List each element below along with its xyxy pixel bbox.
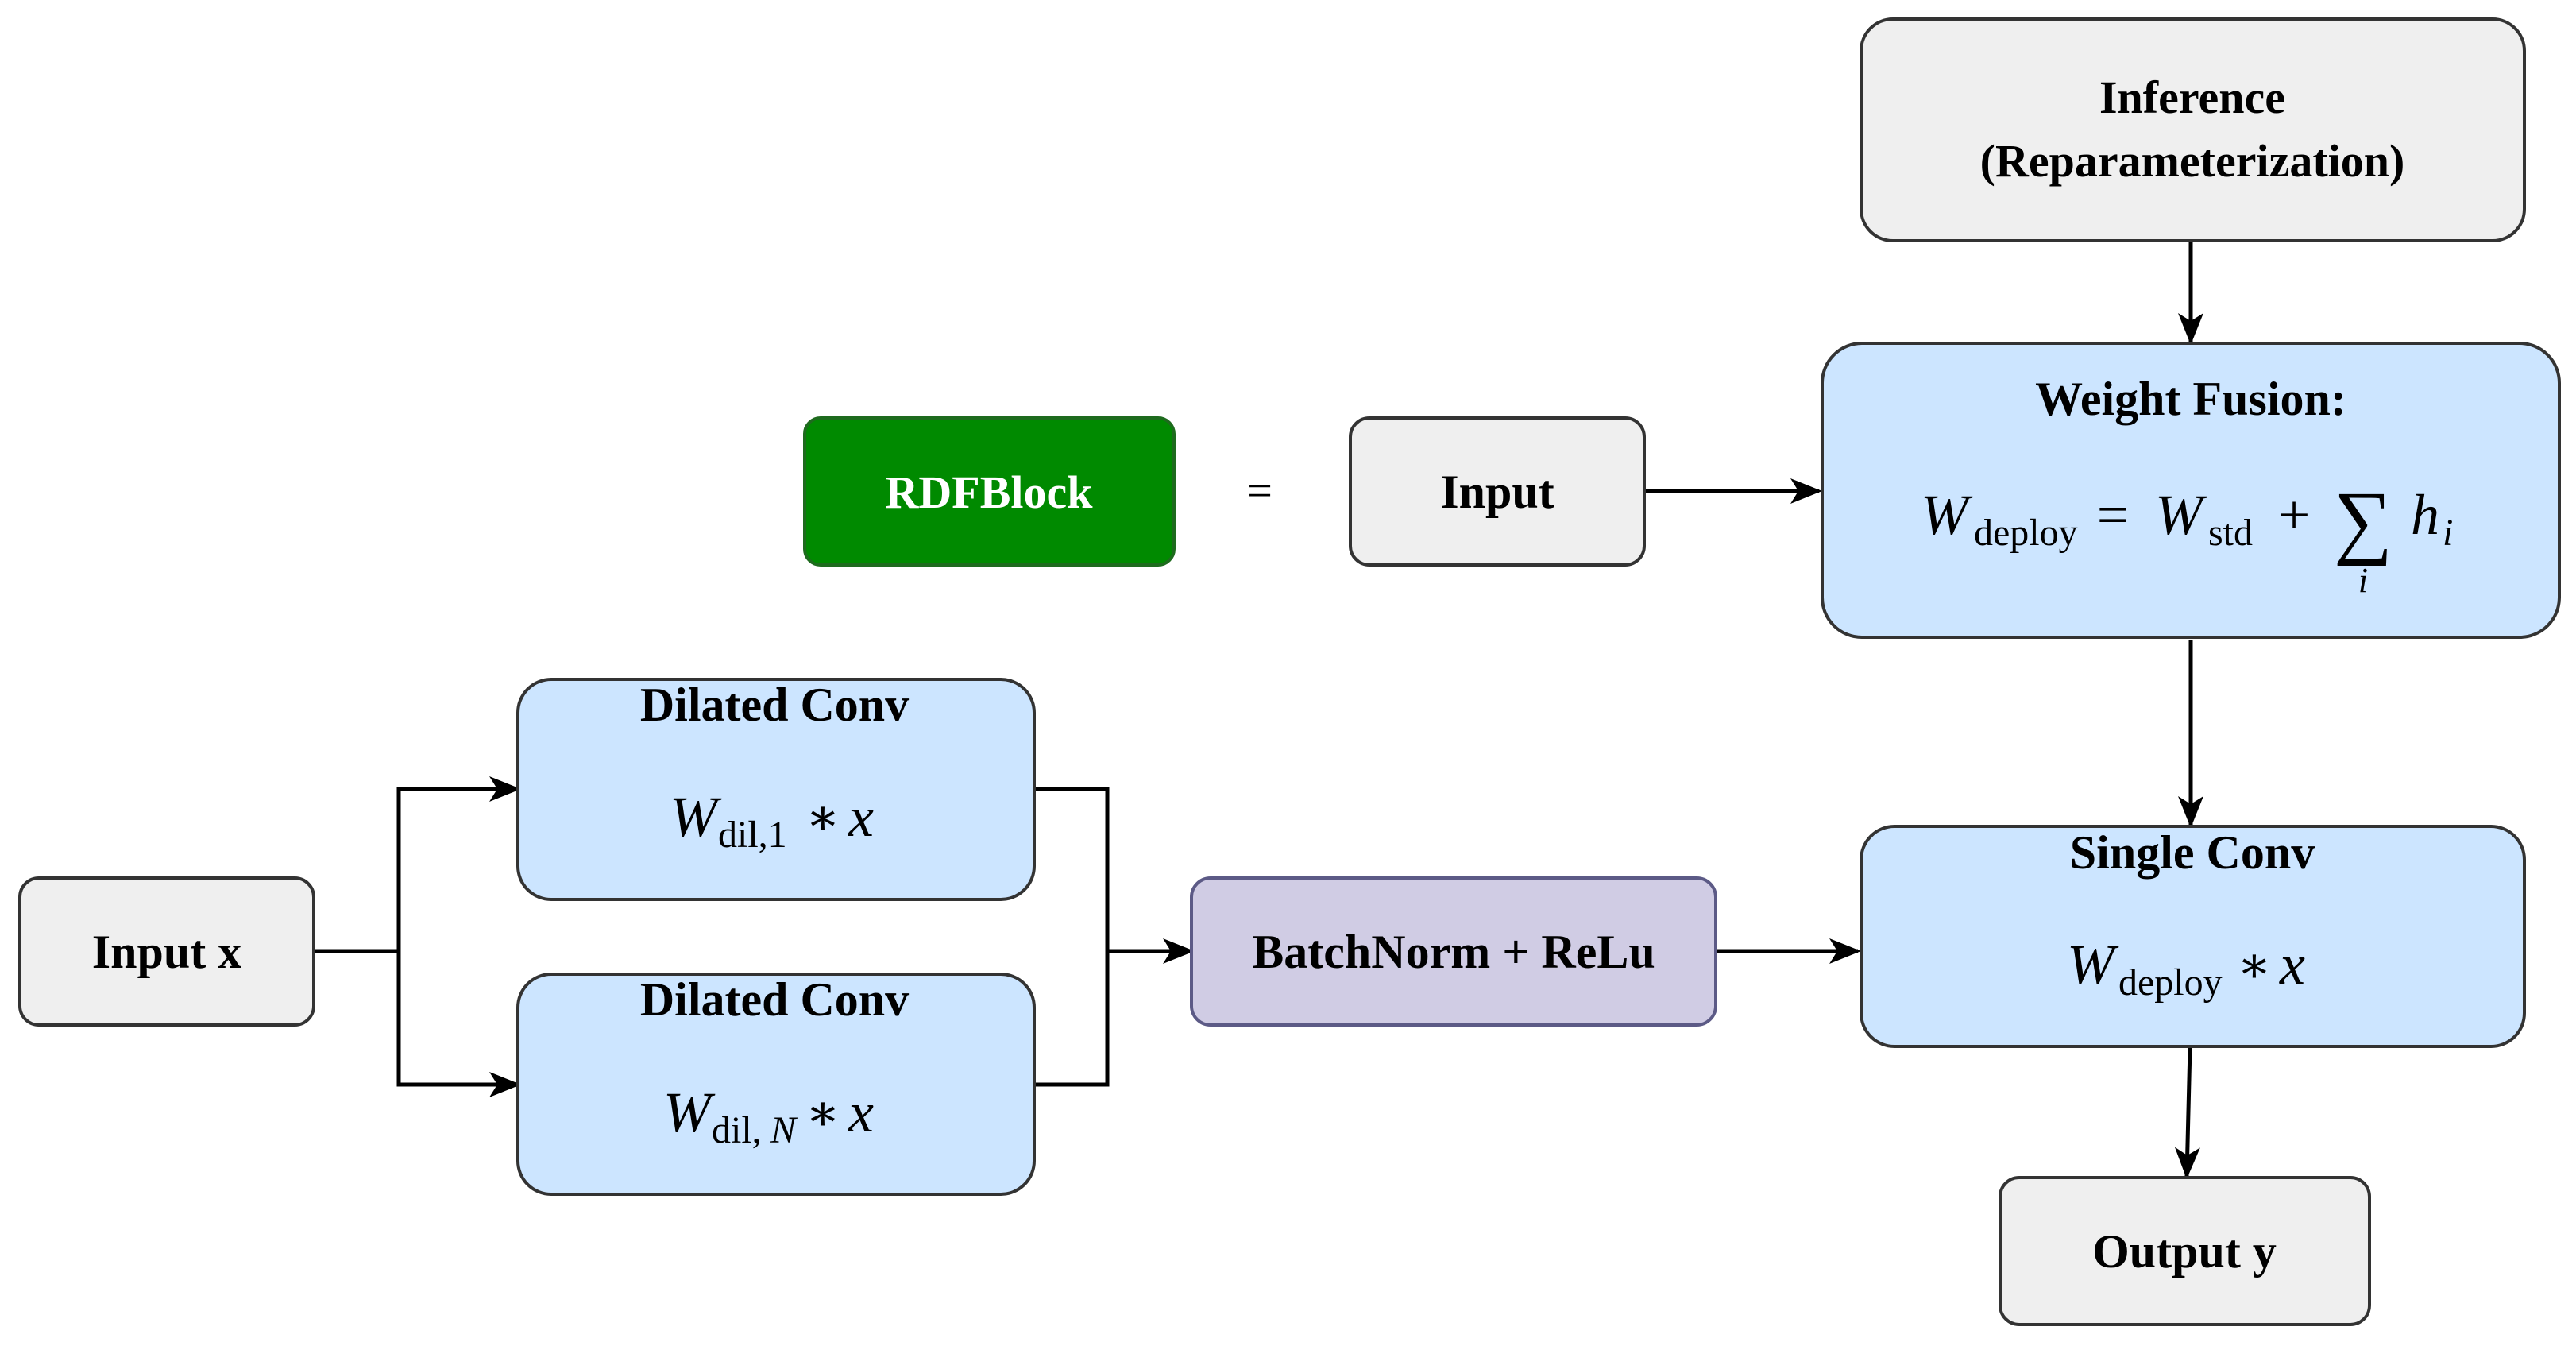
batchnorm-label: BatchNorm + ReLu [1252, 926, 1655, 978]
inference-title-line1: Inference [2099, 72, 2285, 123]
formula-h: h [2411, 483, 2439, 547]
rdfblock-legend: RDFBlock = [803, 416, 1273, 567]
dilated-conv-n-node: Dilated Conv W dil, N ∗ x [516, 973, 1036, 1196]
output-y-node: Output y [1999, 1176, 2371, 1326]
dilated-conv-1-title: Dilated Conv [640, 679, 909, 731]
weight-fusion-node: Weight Fusion: W deploy = W std + ∑ i h … [1821, 342, 2561, 639]
input-x-node: Input x [18, 876, 315, 1027]
dilated-conv-n-formula: W dil, N ∗ x [663, 1081, 874, 1151]
output-y-box [1999, 1176, 2371, 1326]
dilated-conv-n-title: Dilated Conv [640, 973, 909, 1026]
arrow-split-to-dilated-conv-n [396, 951, 521, 1097]
inference-node: Inference (Reparameterization) [1860, 17, 2526, 242]
inference-title-line2: (Reparameterization) [1980, 135, 2405, 187]
equals-sign: = [1247, 466, 1273, 516]
input-x-label: Input x [92, 926, 241, 978]
input-x-box [18, 876, 315, 1027]
formula-x: x [848, 785, 874, 849]
weight-fusion-box [1821, 342, 2561, 639]
formula-sub: dil, [712, 1109, 762, 1151]
output-y-label: Output y [2092, 1225, 2277, 1278]
arrow-single-conv-to-output [2174, 1046, 2200, 1179]
input-node: Input [1349, 416, 1646, 567]
single-conv-node: Single Conv W deploy ∗ x [1860, 825, 2526, 1048]
formula-sub-n: N [770, 1109, 798, 1151]
formula-x: x [2279, 933, 2305, 996]
dilated-conv-n-box [516, 973, 1036, 1196]
formula-w: W [663, 1081, 716, 1144]
formula-plus: + [2278, 483, 2311, 547]
arrow-split-to-dilated-conv-1 [396, 776, 521, 951]
batchnorm-node: BatchNorm + ReLu [1190, 876, 1717, 1027]
formula-w-deploy: W [1921, 483, 1973, 547]
formula-deploy-sub: deploy [1974, 512, 2078, 554]
formula-sub: deploy [2118, 961, 2223, 1004]
batchnorm-box [1190, 876, 1717, 1027]
formula-op: ∗ [805, 1085, 840, 1141]
dilated-conv-1-node: Dilated Conv W dil,1 ∗ x [516, 678, 1036, 901]
connectors [315, 241, 2203, 1179]
formula-w: W [670, 785, 722, 849]
single-conv-title: Single Conv [2070, 826, 2315, 879]
input-box [1349, 416, 1646, 567]
formula-op: ∗ [805, 789, 840, 845]
input-label: Input [1440, 466, 1554, 518]
single-conv-formula: W deploy ∗ x [2067, 933, 2305, 1004]
rdfblock-box [803, 416, 1176, 567]
dilated-conv-1-formula: W dil,1 ∗ x [670, 785, 874, 856]
single-conv-box [1860, 825, 2526, 1048]
rdfblock-label: RDFBlock [886, 466, 1094, 518]
line-dilated-conv-1-merge [1034, 787, 1110, 951]
formula-sum-index: i [2358, 561, 2368, 600]
weight-fusion-title: Weight Fusion: [2035, 373, 2346, 425]
inference-box [1860, 17, 2526, 242]
weight-fusion-formula: W deploy = W std + ∑ i h i [1921, 475, 2453, 600]
formula-w: W [2067, 933, 2119, 996]
formula-w-std: W [2155, 483, 2207, 547]
formula-equals: = [2097, 483, 2130, 547]
formula-x: x [848, 1081, 874, 1144]
dilated-conv-1-box [516, 678, 1036, 901]
formula-sub: dil,1 [718, 814, 787, 856]
line-dilated-conv-n-merge [1034, 951, 1110, 1087]
formula-sum-sign: ∑ [2334, 475, 2393, 567]
formula-op: ∗ [2237, 937, 2272, 993]
formula-h-sub: i [2443, 512, 2453, 554]
formula-std-sub: std [2208, 512, 2253, 554]
